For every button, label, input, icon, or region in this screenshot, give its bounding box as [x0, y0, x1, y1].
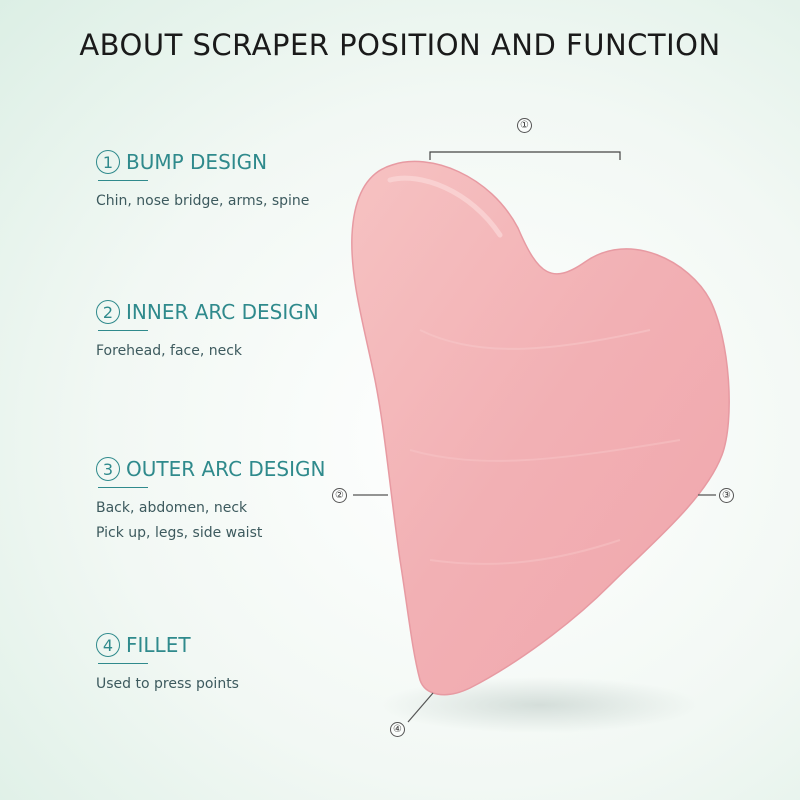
stone-vein: [419, 329, 651, 350]
number-badge: 1: [96, 150, 120, 174]
feature-heading: 1 BUMP DESIGN: [96, 150, 309, 181]
feature-description: Chin, nose bridge, arms, spine: [96, 189, 309, 214]
fillet-leader: [407, 692, 434, 723]
feature-title: BUMP DESIGN: [126, 150, 268, 174]
stone-vein: [429, 539, 621, 565]
description-line: Pick up, legs, side waist: [96, 525, 263, 541]
stone-highlight: [387, 175, 503, 238]
page-title: ABOUT SCRAPER POSITION AND FUNCTION: [79, 28, 721, 62]
inner-arc-marker: ②: [332, 488, 347, 503]
feature-heading: 3 OUTER ARC DESIGN: [96, 457, 325, 488]
feature-title: FILLET: [126, 633, 191, 657]
feature-heading: 2 INNER ARC DESIGN: [96, 300, 319, 331]
feature-description: Used to press points: [96, 672, 239, 697]
outer-arc-marker: ③: [719, 488, 734, 503]
number-badge: 3: [96, 457, 120, 481]
feature-outer-arc-design: 3 OUTER ARC DESIGN Back, abdomen, neck P…: [96, 457, 325, 546]
number-badge: 4: [96, 633, 120, 657]
bump-bracket: [429, 151, 621, 160]
feature-inner-arc-design: 2 INNER ARC DESIGN Forehead, face, neck: [96, 300, 319, 364]
fillet-marker: ④: [390, 722, 405, 737]
description-line: Used to press points: [96, 676, 239, 692]
gua-sha-stone: [351, 160, 730, 696]
description-line: Forehead, face, neck: [96, 343, 243, 359]
feature-description: Forehead, face, neck: [96, 339, 319, 364]
number-badge: 2: [96, 300, 120, 324]
bump-marker: ①: [517, 118, 532, 133]
feature-title: OUTER ARC DESIGN: [126, 457, 326, 481]
feature-description: Back, abdomen, neck Pick up, legs, side …: [96, 496, 325, 546]
stone-vein: [409, 439, 681, 462]
feature-heading: 4 FILLET: [96, 633, 239, 664]
description-line: Back, abdomen, neck: [96, 500, 248, 516]
description-line: Chin, nose bridge, arms, spine: [96, 193, 310, 209]
feature-fillet: 4 FILLET Used to press points: [96, 633, 239, 697]
feature-title: INNER ARC DESIGN: [126, 300, 319, 324]
feature-bump-design: 1 BUMP DESIGN Chin, nose bridge, arms, s…: [96, 150, 309, 214]
